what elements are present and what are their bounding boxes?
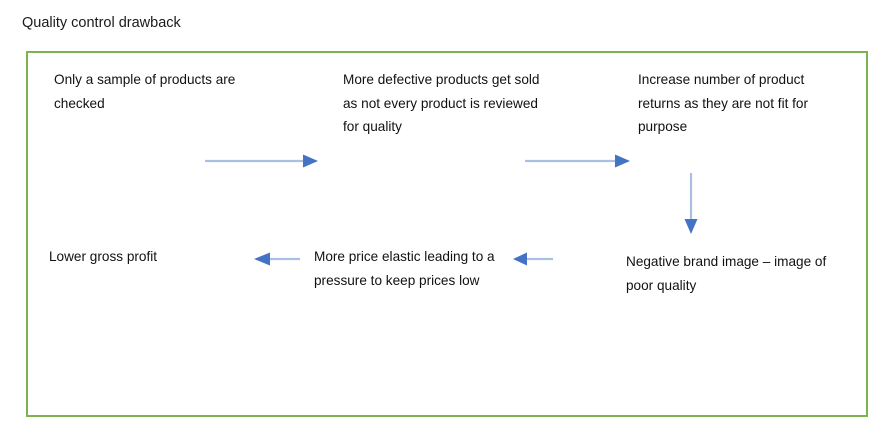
flow-node-gross-profit: Lower gross profit — [49, 249, 158, 264]
flow-node-returns: Increase number of product returns as th… — [638, 72, 809, 134]
flow-node-sample: Only a sample of products are checked — [54, 72, 236, 111]
flow-node-defective: More defective products get sold as not … — [343, 72, 540, 134]
arrow-left-icon-elastic-to-profit — [254, 252, 300, 266]
arrow-down-icon-returns-to-brand — [684, 173, 698, 234]
page-title: Quality control drawback — [22, 15, 181, 31]
arrow-right-icon-sample-to-defective — [205, 154, 318, 168]
diagram-frame: Only a sample of products are checked Mo… — [26, 51, 868, 417]
arrow-left-icon-brand-to-elastic — [513, 252, 553, 266]
flow-node-brand-image: Negative brand image – image of poor qua… — [626, 254, 827, 293]
arrow-right-icon-defective-to-returns — [525, 154, 630, 168]
flow-node-price-elastic: More price elastic leading to a pressure… — [314, 249, 495, 288]
